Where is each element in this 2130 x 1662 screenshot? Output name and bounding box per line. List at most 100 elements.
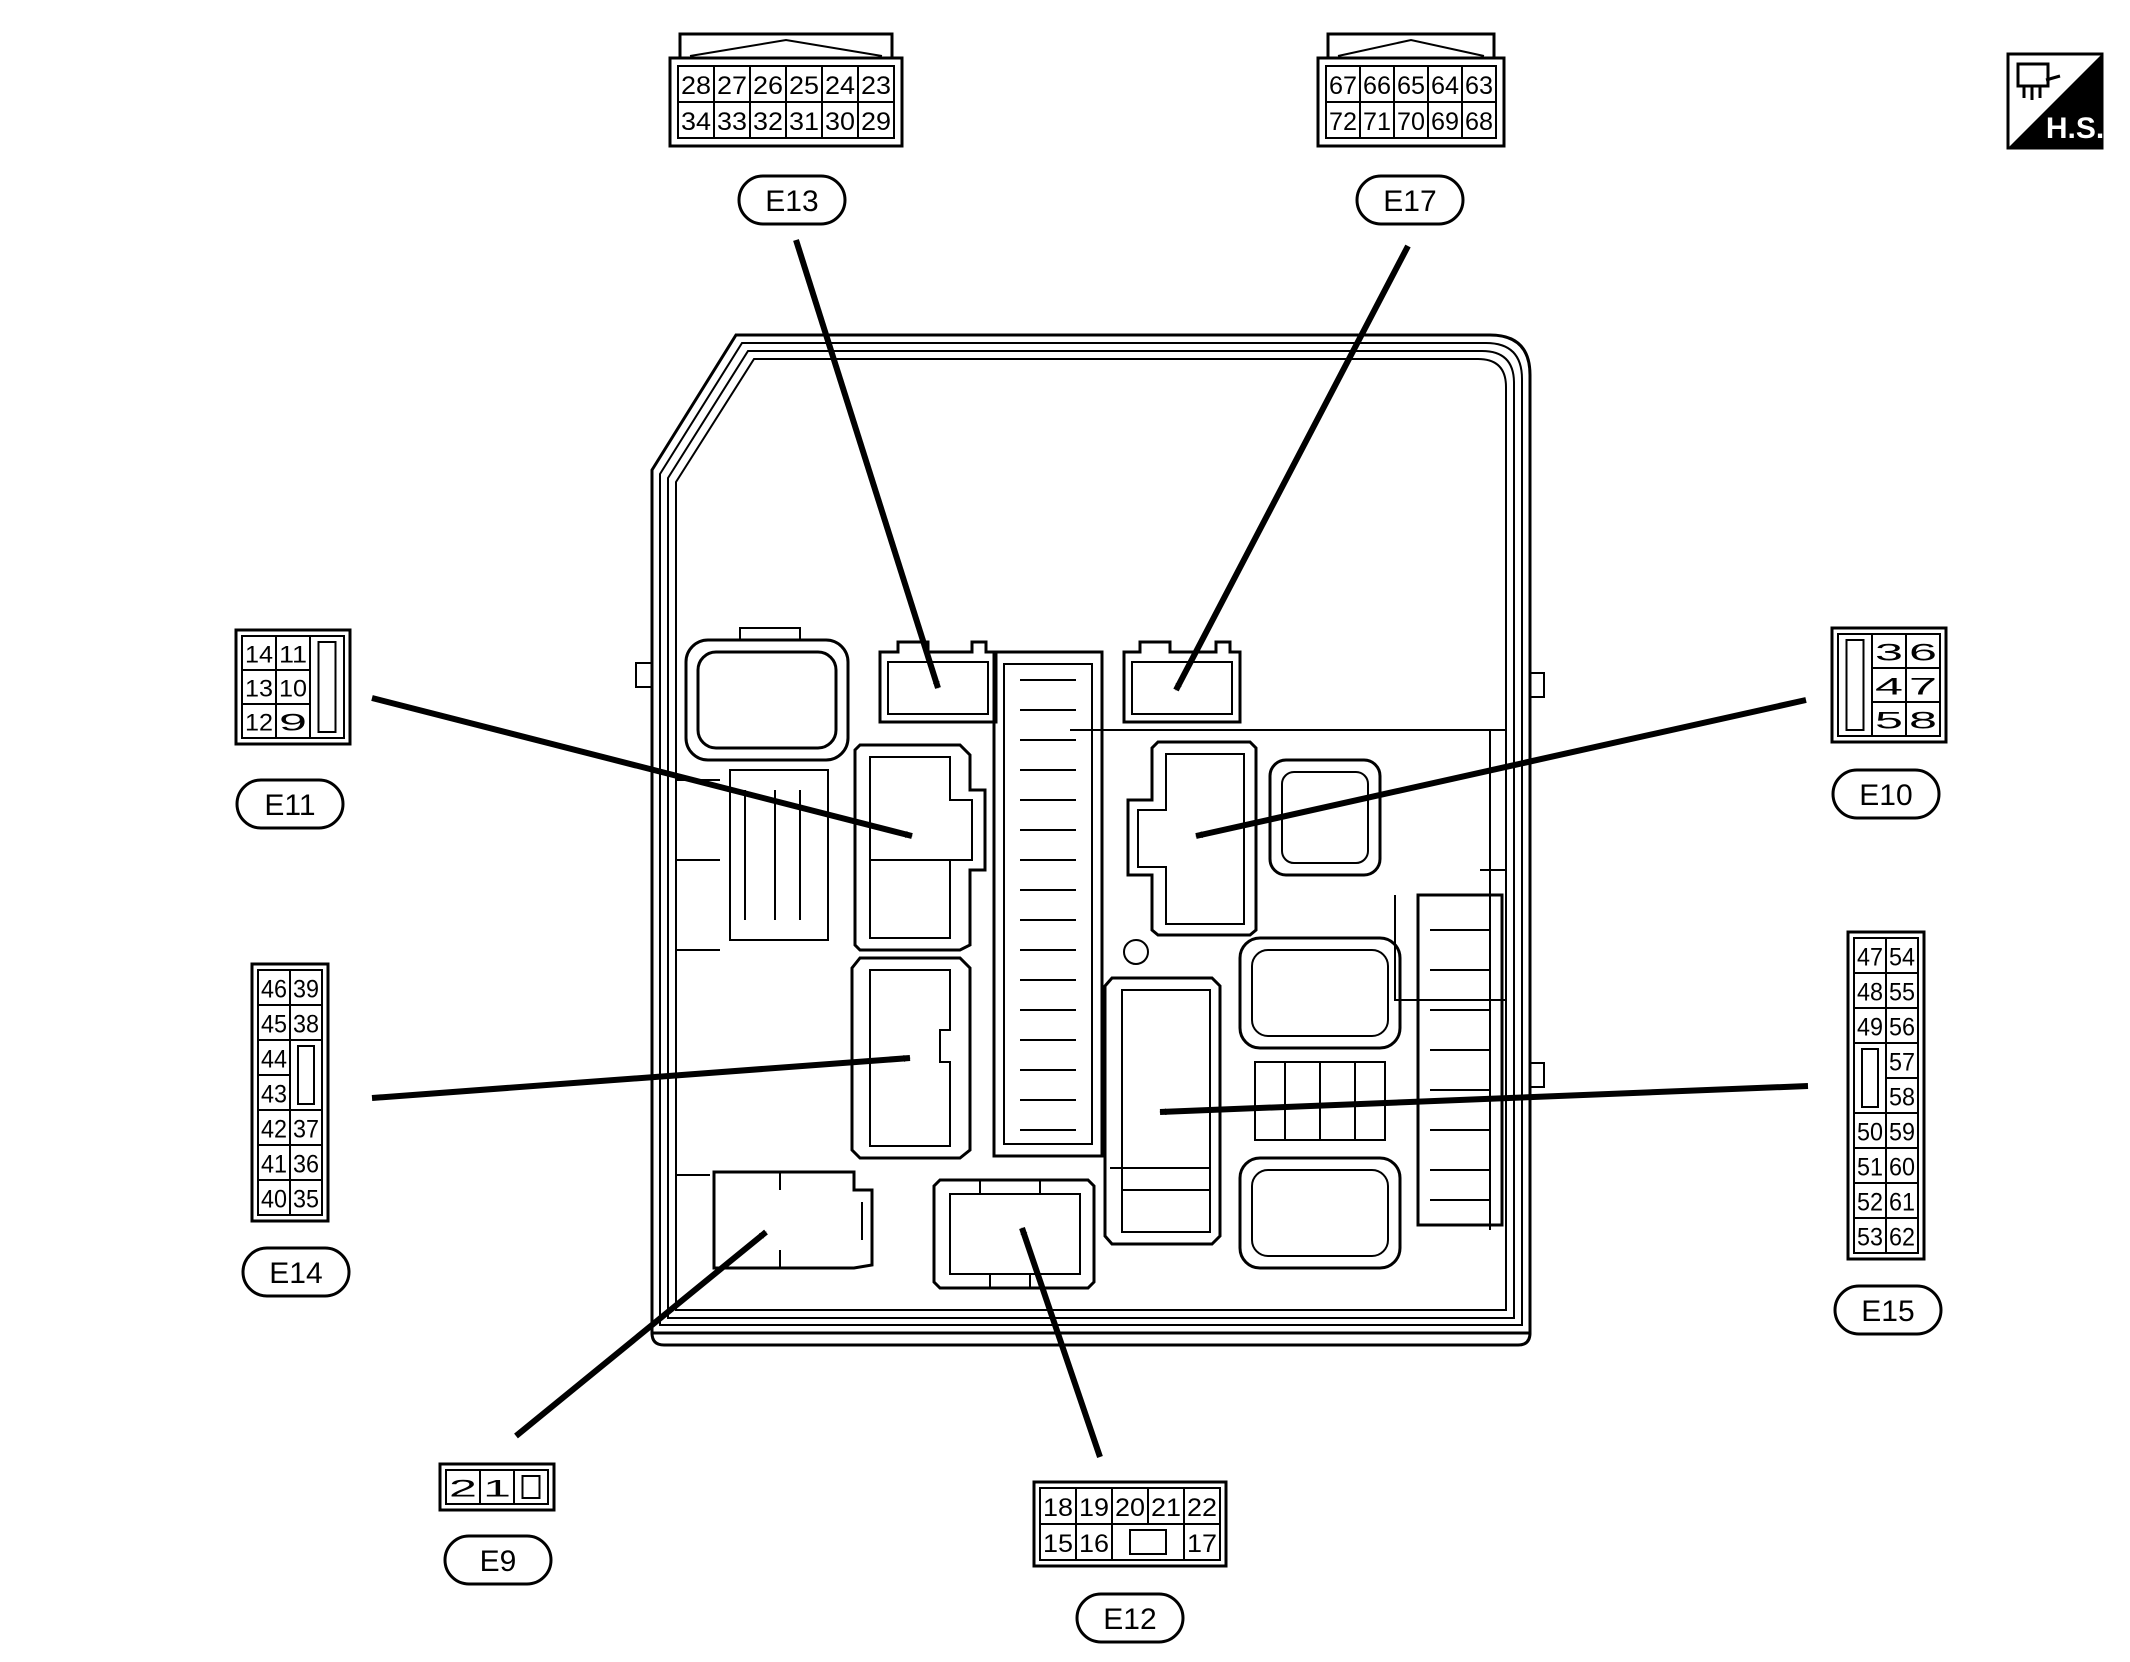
arrow-e17 [1173,244,1411,692]
pin-number: 45 [261,1010,287,1038]
pin-number: 71 [1363,108,1391,136]
pin-number: 38 [293,1010,319,1038]
pin-cell [1461,101,1497,139]
pin-number: 61 [1889,1188,1915,1216]
pin-number: 67 [1329,72,1357,100]
connector-id: E9 [480,1545,517,1578]
connector-id: E12 [1103,1603,1156,1636]
pin-number: 63 [1465,72,1493,100]
connector-id: E11 [264,789,315,822]
pin-number: 10 [279,676,307,703]
pin-number: 13 [245,676,273,703]
arrow-e14 [371,1054,911,1101]
pin-number: 64 [1431,72,1459,100]
connector-label-oval [1355,174,1465,226]
pin-number: 48 [1857,978,1883,1006]
pin-number: 57 [1889,1048,1915,1076]
blank-cavity [1845,639,1865,731]
pin-cell [857,101,895,139]
pin-number: 51 [1857,1153,1883,1181]
connector-label-oval [1831,768,1941,820]
pin-number: 18 [1043,1494,1073,1522]
pin-number: 16 [1079,1530,1109,1558]
arrow-e9 [514,1229,768,1439]
connector-label-oval [1833,1284,1943,1336]
pin-number: 21 [1151,1494,1181,1522]
pin-number: 22 [1187,1494,1217,1522]
pin-number: 46 [261,975,287,1003]
pin-number: 49 [1857,1013,1883,1041]
pin-number: 47 [1857,943,1883,971]
pin-cell [275,703,311,739]
connector-housing [438,1462,556,1512]
arrow-e15 [1159,1083,1809,1116]
pin-number: 68 [1465,108,1493,136]
pin-number: 28 [681,72,711,100]
connector-id: E10 [1859,779,1912,812]
pin-cell [289,1179,323,1216]
pin-number: 54 [1889,943,1915,971]
arrow-e10 [1195,697,1807,839]
blank-cavity [521,1475,541,1499]
connector-lock [689,38,883,57]
pin-number: 55 [1889,978,1915,1006]
pin-number: 24 [825,72,855,100]
connector-hood [678,32,894,58]
pin-number: 37 [293,1115,319,1143]
pin-number: 40 [261,1185,287,1213]
pin-cell [479,1469,515,1505]
pin-number: 36 [293,1150,319,1178]
pin-number: 58 [1889,1083,1915,1111]
blank-cavity [1861,1048,1879,1108]
pin-number: 7 [1909,674,1937,701]
pin-number: 6 [1909,640,1937,667]
pin-number: 39 [293,975,319,1003]
connector-housing [234,628,352,746]
pin-cell [289,1004,323,1041]
pin-number: 27 [717,72,747,100]
blank-cavity [317,641,337,733]
pin-number: 15 [1043,1530,1073,1558]
pin-number: 31 [789,108,819,136]
pin-number: 25 [789,72,819,100]
pin-number: 70 [1397,108,1425,136]
pin-cell [1905,701,1941,737]
pin-number: 9 [279,710,307,737]
pin-number: 50 [1857,1118,1883,1146]
connector-label-oval [737,174,847,226]
arrow-e11 [371,695,913,839]
pin-number: 12 [245,710,273,737]
pin-number: 8 [1909,708,1937,735]
pin-number: 17 [1187,1530,1217,1558]
pin-number: 23 [861,72,891,100]
pin-number: 1 [483,1476,511,1503]
pin-number: 33 [717,108,747,136]
connector-label-oval [1075,1592,1185,1644]
arrow-e12 [1019,1227,1103,1458]
connector-id: E14 [269,1257,322,1290]
pin-number: 66 [1363,72,1391,100]
fuse-block-housing [635,333,1545,1347]
hs-badge: H.S. [2006,52,2104,150]
pin-number: 62 [1889,1223,1915,1251]
pin-number: 56 [1889,1013,1915,1041]
pin-number: 19 [1079,1494,1109,1522]
pin-number: 43 [261,1080,287,1108]
hs-badge-text: H.S. [2046,112,2104,145]
pin-number: 59 [1889,1118,1915,1146]
pin-number: 3 [1875,640,1903,667]
pin-cell [1075,1523,1113,1561]
blank-cavity [1129,1529,1167,1555]
connector-label-oval [235,778,345,830]
pin-number: 32 [753,108,783,136]
